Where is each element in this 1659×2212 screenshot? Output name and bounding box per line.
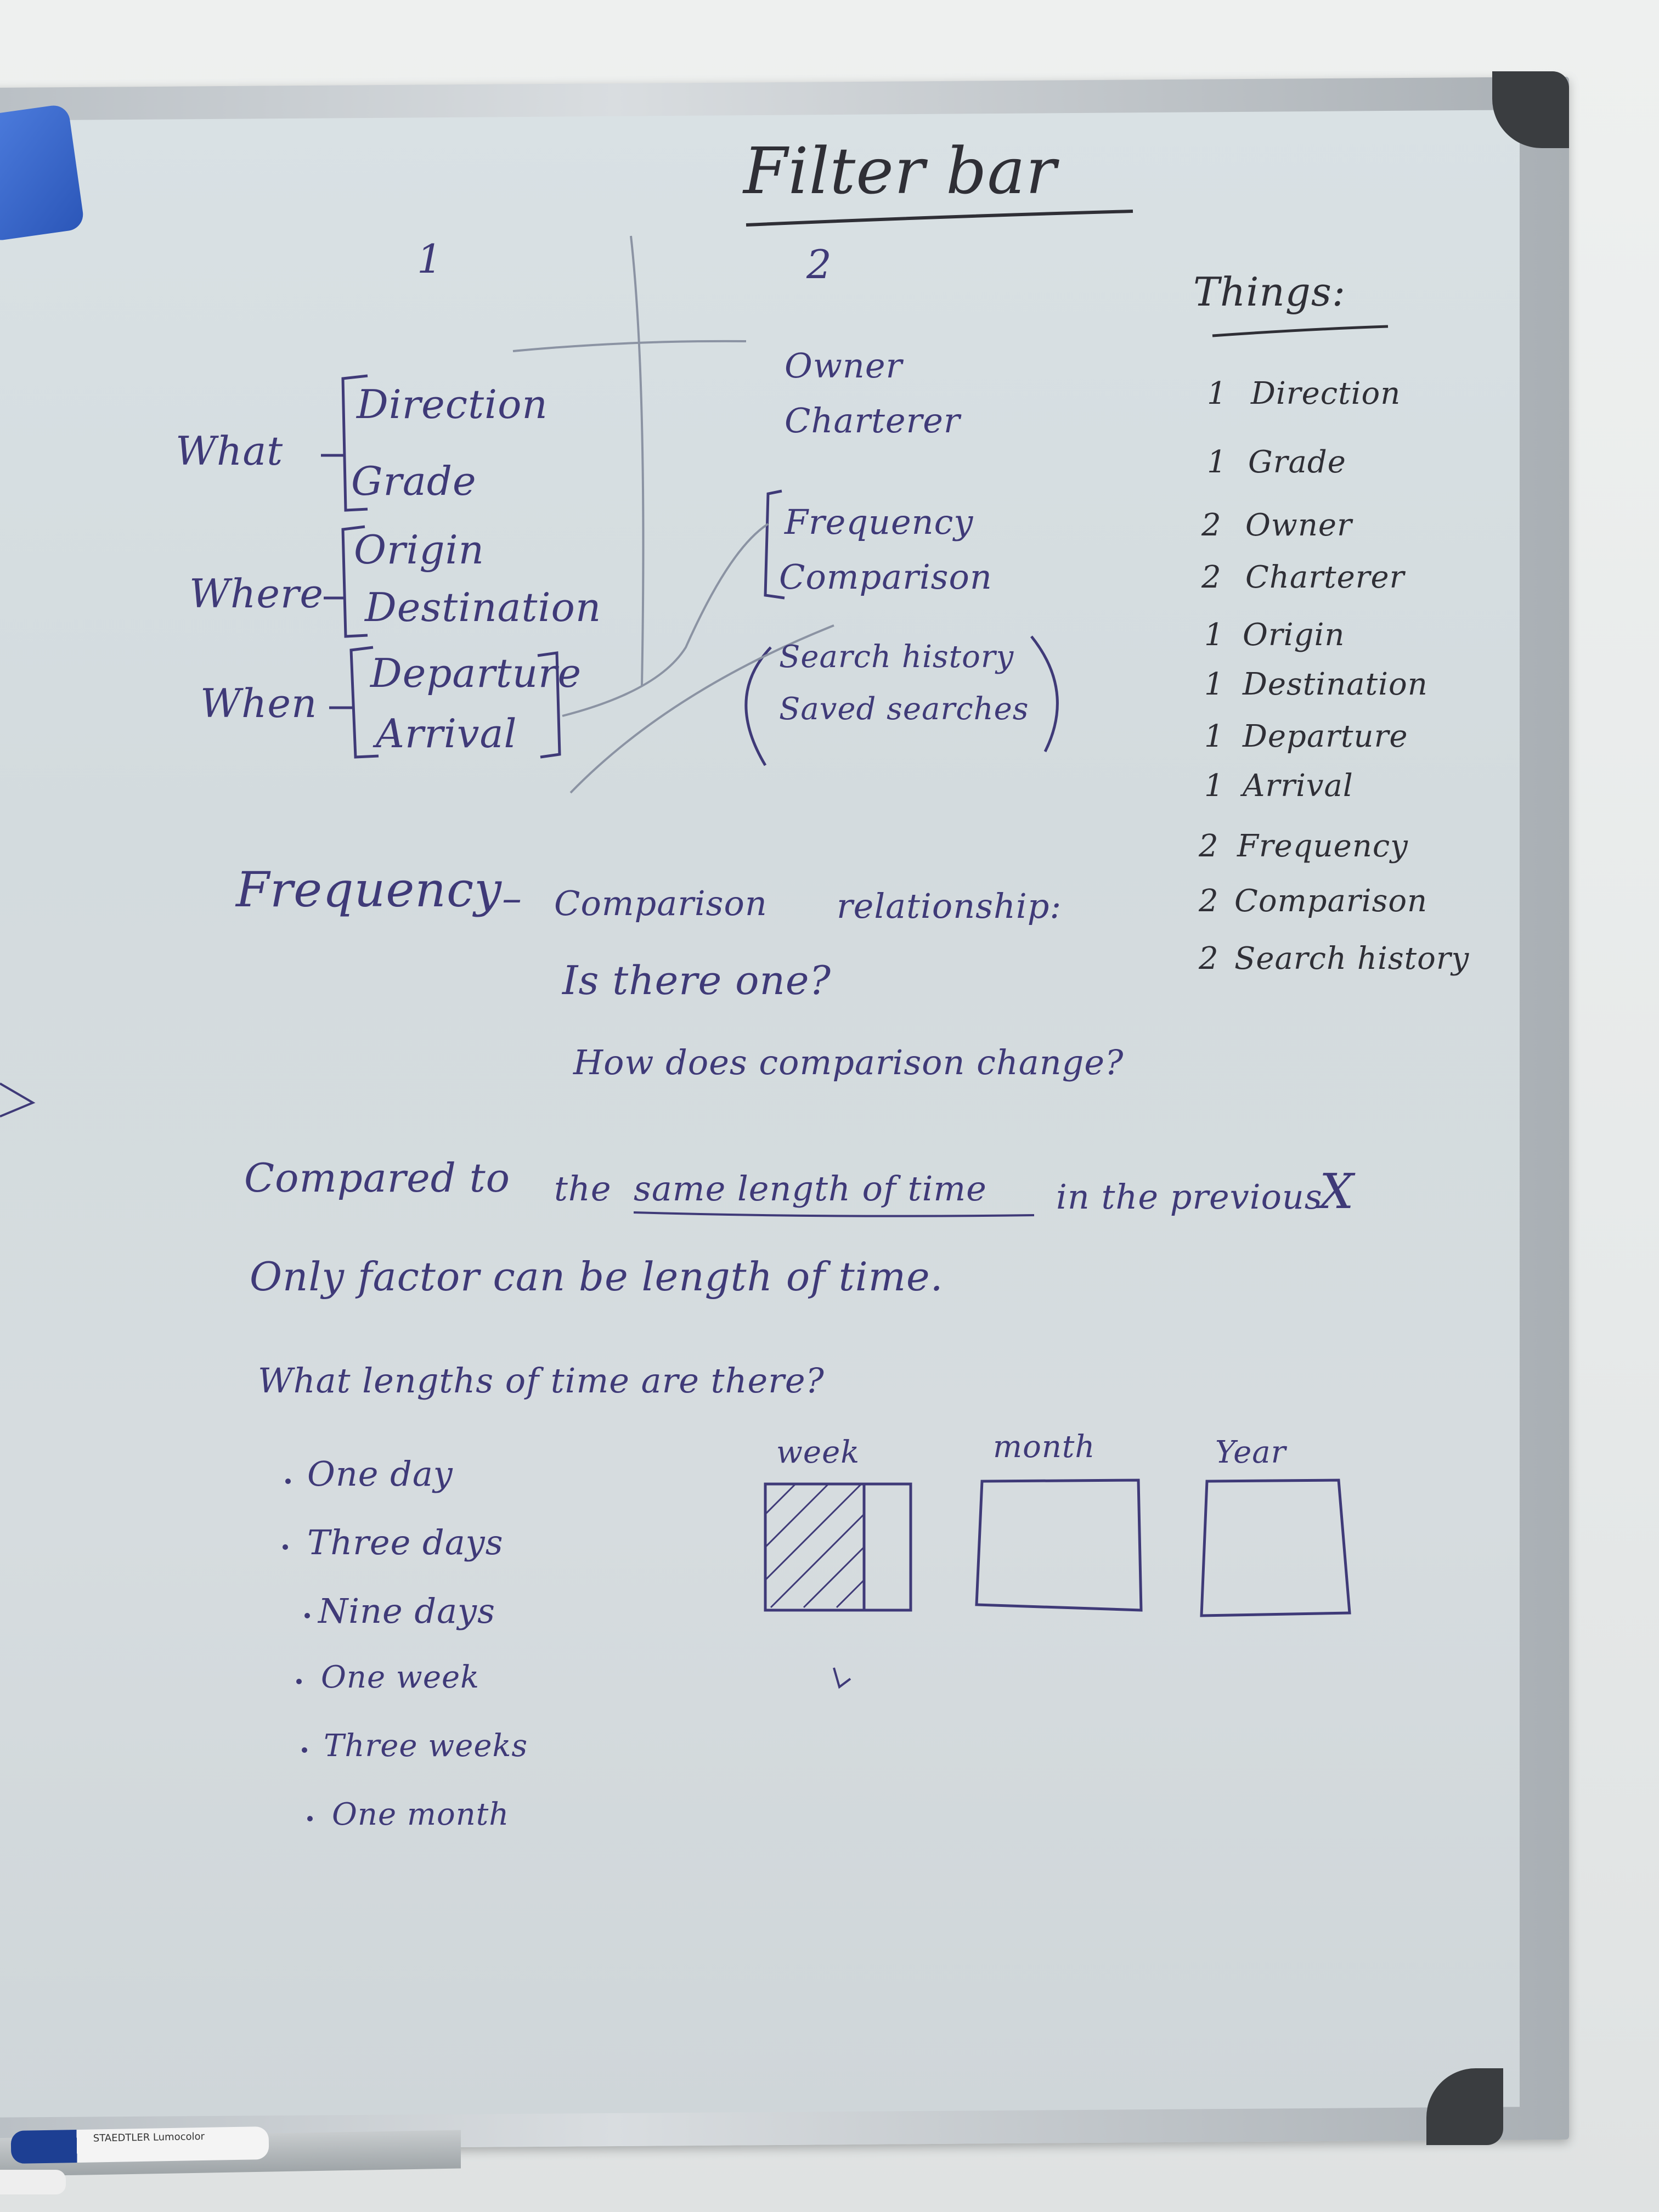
things-heading: Things: <box>1193 269 1346 315</box>
things-item-label: Charterer <box>1245 560 1405 595</box>
column-2-number: 2 <box>806 241 832 287</box>
col2-saved-searches: Saved searches <box>779 691 1029 727</box>
length-list-item: One week <box>321 1660 480 1695</box>
things-item-label: Frequency <box>1237 828 1408 864</box>
things-item-num: 2 <box>1201 507 1222 543</box>
things-item-num: 1 <box>1204 768 1224 804</box>
group-item-grade: Grade <box>351 458 477 504</box>
things-item-num: 1 <box>1204 719 1224 754</box>
note-relationship-right: relationship: <box>837 886 1062 926</box>
note-question-2: How does comparison change? <box>573 1042 1124 1082</box>
group-item-destination: Destination <box>365 584 602 630</box>
length-list-item: One month <box>332 1797 510 1832</box>
whiteboard-marker-second <box>0 2170 66 2194</box>
things-item-label: Arrival <box>1243 768 1353 804</box>
things-item-num: 1 <box>1204 617 1224 653</box>
col2-frequency: Frequency <box>785 502 974 542</box>
length-list-item: One day <box>307 1454 453 1494</box>
note-question-1: Is there one? <box>562 957 832 1003</box>
things-item-label: Comparison <box>1234 883 1428 919</box>
box-label-year: Year <box>1215 1435 1286 1470</box>
col2-owner: Owner <box>785 346 903 386</box>
note-x-mark: X <box>1319 1163 1355 1220</box>
box-label-week: week <box>776 1435 860 1470</box>
things-item-num: 1 <box>1204 667 1224 702</box>
column-1-number: 1 <box>417 236 443 282</box>
note-relationship-left: Frequency <box>236 861 502 918</box>
marker-brand-label: STAEDTLER Lumocolor <box>93 2130 205 2145</box>
note-the: the <box>554 1169 612 1209</box>
things-item-num: 2 <box>1199 941 1219 977</box>
page-title: Filter bar <box>743 134 1057 208</box>
things-item-num: 1 <box>1207 376 1227 411</box>
length-list-item: Nine days <box>318 1591 495 1631</box>
note-compared-to: Compared to <box>244 1155 511 1201</box>
note-same-length: same length of time <box>634 1169 987 1209</box>
group-item-origin: Origin <box>354 527 484 573</box>
group-item-direction: Direction <box>357 381 548 427</box>
note-in-previous: in the previous <box>1056 1177 1323 1217</box>
length-list-item: Three days <box>307 1522 504 1562</box>
things-item-num: 2 <box>1199 883 1219 919</box>
col2-comparison: Comparison <box>779 557 992 597</box>
note-what-lengths: What lengths of time are there? <box>258 1361 825 1401</box>
group-label-what: What <box>176 428 284 474</box>
things-item-label: Origin <box>1243 617 1345 653</box>
things-item-label: Departure <box>1243 719 1408 754</box>
group-item-arrival: Arrival <box>376 710 517 757</box>
things-item-label: Search history <box>1234 941 1470 977</box>
things-item-label: Grade <box>1248 444 1346 480</box>
note-only-factor: Only factor can be length of time. <box>250 1254 944 1300</box>
things-item-num: 1 <box>1207 444 1227 480</box>
things-item-label: Owner <box>1245 507 1352 543</box>
box-label-month: month <box>993 1429 1096 1465</box>
group-item-departure: Departure <box>370 650 582 696</box>
group-label-when: When <box>200 680 318 726</box>
whiteboard-marker: STAEDTLER Lumocolor <box>10 2126 269 2164</box>
things-item-num: 2 <box>1199 828 1219 864</box>
things-item-label: Destination <box>1243 667 1428 702</box>
col2-search-history: Search history <box>779 639 1014 675</box>
length-list-item: Three weeks <box>324 1728 528 1764</box>
note-relationship-dash: – <box>502 875 522 921</box>
note-relationship-middle: Comparison <box>554 883 768 923</box>
things-item-label: Direction <box>1251 376 1401 411</box>
things-item-num: 2 <box>1201 560 1222 595</box>
group-label-where: Where <box>189 571 324 617</box>
col2-charterer: Charterer <box>785 400 961 441</box>
